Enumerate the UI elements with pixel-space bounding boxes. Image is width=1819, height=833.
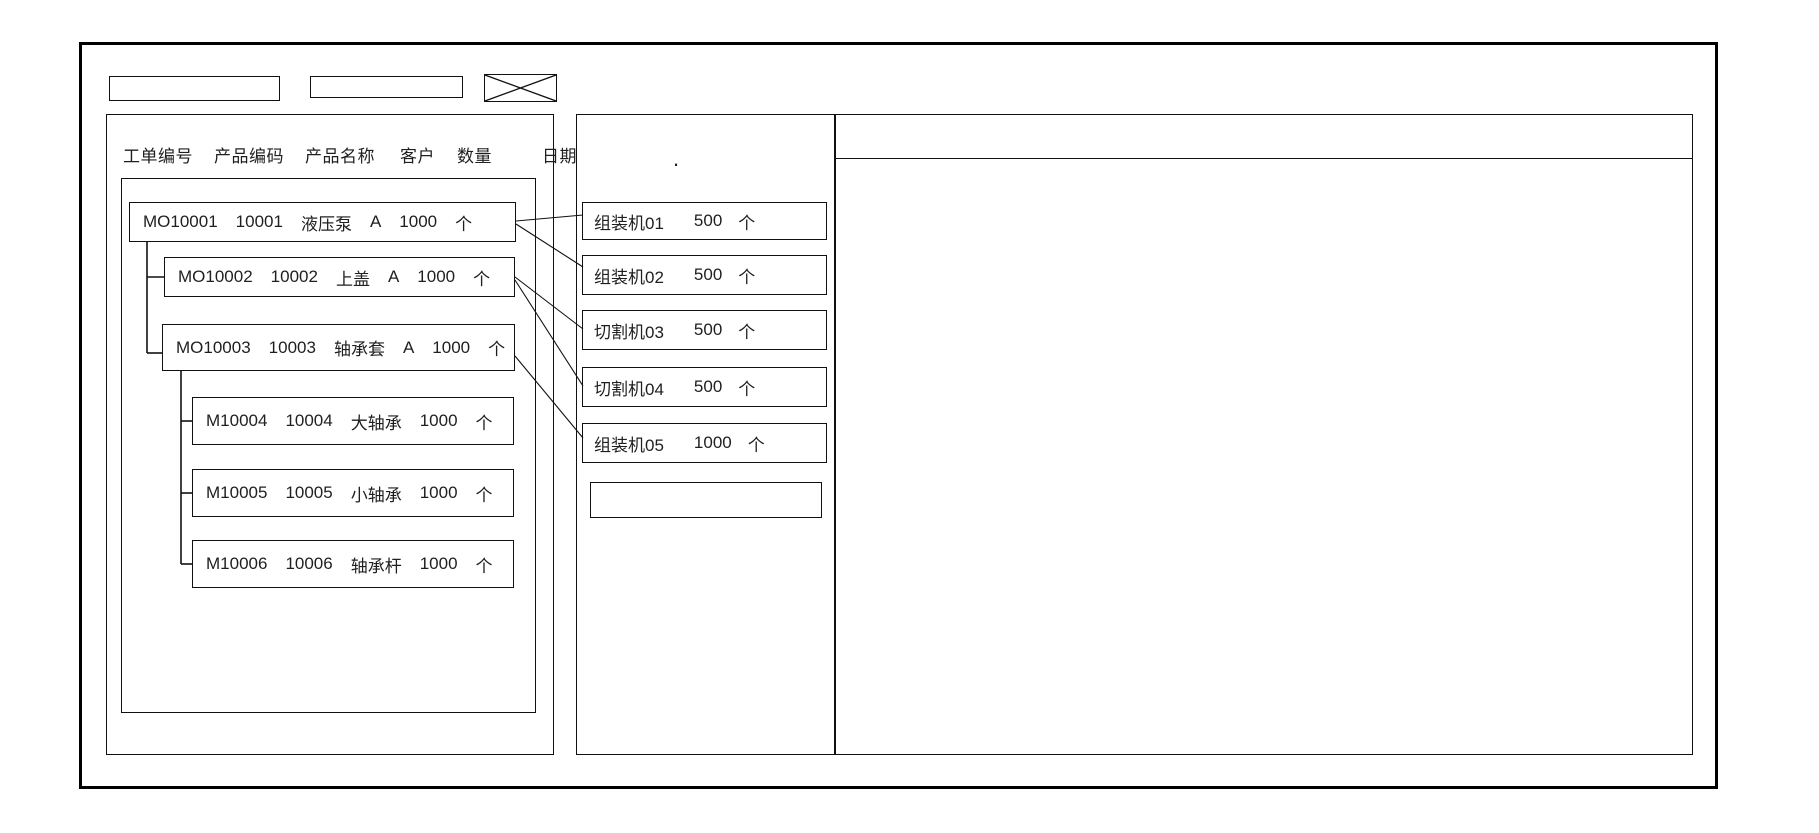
machine-qty: 500 — [693, 211, 723, 230]
order-qty: 1000 — [399, 212, 438, 231]
machine-row-zuzhuangji01[interactable]: 组装机01 500 个 — [582, 202, 827, 240]
order-customer: A — [387, 267, 400, 286]
order-id: M10006 — [206, 554, 268, 573]
order-id: M10005 — [206, 483, 268, 502]
order-code: 10005 — [285, 483, 333, 502]
machine-unit: 个 — [738, 267, 756, 287]
order-code: 10004 — [285, 411, 333, 430]
order-qty: 1000 — [419, 554, 458, 573]
machine-name: 切割机04 — [594, 379, 664, 399]
order-id: MO10003 — [176, 337, 251, 357]
machine-unit: 个 — [738, 322, 756, 342]
order-unit: 个 — [475, 556, 493, 576]
col-quantity: 数量 — [457, 146, 492, 166]
machine-name: 组装机05 — [594, 435, 664, 455]
order-product: 轴承杆 — [350, 556, 402, 576]
machine-row-qiegeji03[interactable]: 切割机03 500 个 — [582, 310, 827, 350]
col-product-name: 产品名称 — [305, 146, 375, 166]
order-unit: 个 — [475, 485, 493, 505]
order-unit: 个 — [488, 340, 506, 359]
order-product: 小轴承 — [350, 485, 402, 505]
machine-unit: 个 — [738, 379, 756, 399]
order-unit: 个 — [473, 269, 491, 289]
machine-qty: 1000 — [693, 433, 732, 452]
machine-unit: 个 — [747, 435, 765, 455]
order-tree-container — [121, 178, 536, 713]
order-code: 10001 — [235, 212, 283, 231]
order-node-m10005[interactable]: M10005 10005 小轴承 1000 个 — [192, 469, 514, 517]
col-date: 日期 — [542, 146, 577, 166]
order-customer: A — [369, 212, 382, 231]
machine-row-zuzhuangji05[interactable]: 组装机05 1000 个 — [582, 423, 827, 463]
machine-row-empty[interactable] — [590, 482, 822, 518]
order-id: MO10001 — [143, 212, 218, 231]
machine-row-qiegeji04[interactable]: 切割机04 500 个 — [582, 367, 827, 407]
order-unit: 个 — [475, 413, 493, 433]
machine-qty: 500 — [693, 320, 723, 339]
machine-name: 组装机02 — [594, 267, 664, 287]
order-code: 10002 — [270, 267, 318, 286]
order-node-m10004[interactable]: M10004 10004 大轴承 1000 个 — [192, 397, 514, 445]
order-qty: 1000 — [432, 337, 471, 357]
order-node-m10006[interactable]: M10006 10006 轴承杆 1000 个 — [192, 540, 514, 588]
column-header-row: 工单编号 产品编码 产品名称 客户 数量 日期 — [123, 143, 577, 166]
toolbar-field-1[interactable] — [109, 76, 280, 101]
outer-frame — [79, 42, 1718, 789]
order-id: M10004 — [206, 411, 268, 430]
image-placeholder-icon — [484, 74, 557, 102]
order-code: 10003 — [268, 337, 316, 357]
col-product-code: 产品编码 — [214, 146, 284, 166]
detail-panel-header — [836, 115, 1692, 159]
stray-dot-mark: . — [673, 146, 680, 171]
order-customer: A — [402, 337, 415, 357]
toolbar-field-2[interactable] — [310, 76, 463, 98]
col-customer: 客户 — [400, 146, 435, 166]
machine-row-zuzhuangji02[interactable]: 组装机02 500 个 — [582, 255, 827, 295]
order-product: 轴承套 — [333, 340, 385, 359]
order-node-mo10003[interactable]: MO10003 10003 轴承套 A 1000 个 — [162, 324, 515, 371]
machine-name: 组装机01 — [594, 213, 664, 233]
order-qty: 1000 — [419, 483, 458, 502]
order-node-mo10001[interactable]: MO10001 10001 液压泵 A 1000 个 — [129, 202, 516, 242]
order-code: 10006 — [285, 554, 333, 573]
machine-qty: 500 — [693, 265, 723, 284]
order-qty: 1000 — [417, 267, 456, 286]
order-id: MO10002 — [178, 267, 253, 286]
order-product: 液压泵 — [300, 214, 352, 234]
order-node-mo10002[interactable]: MO10002 10002 上盖 A 1000 个 — [164, 257, 515, 297]
order-qty: 1000 — [419, 411, 458, 430]
machine-name: 切割机03 — [594, 322, 664, 342]
order-product: 上盖 — [335, 269, 370, 289]
order-unit: 个 — [455, 214, 473, 234]
machine-unit: 个 — [738, 213, 756, 233]
detail-panel — [835, 114, 1693, 755]
col-order-id: 工单编号 — [123, 146, 193, 166]
machine-qty: 500 — [693, 377, 723, 396]
order-product: 大轴承 — [350, 413, 402, 433]
